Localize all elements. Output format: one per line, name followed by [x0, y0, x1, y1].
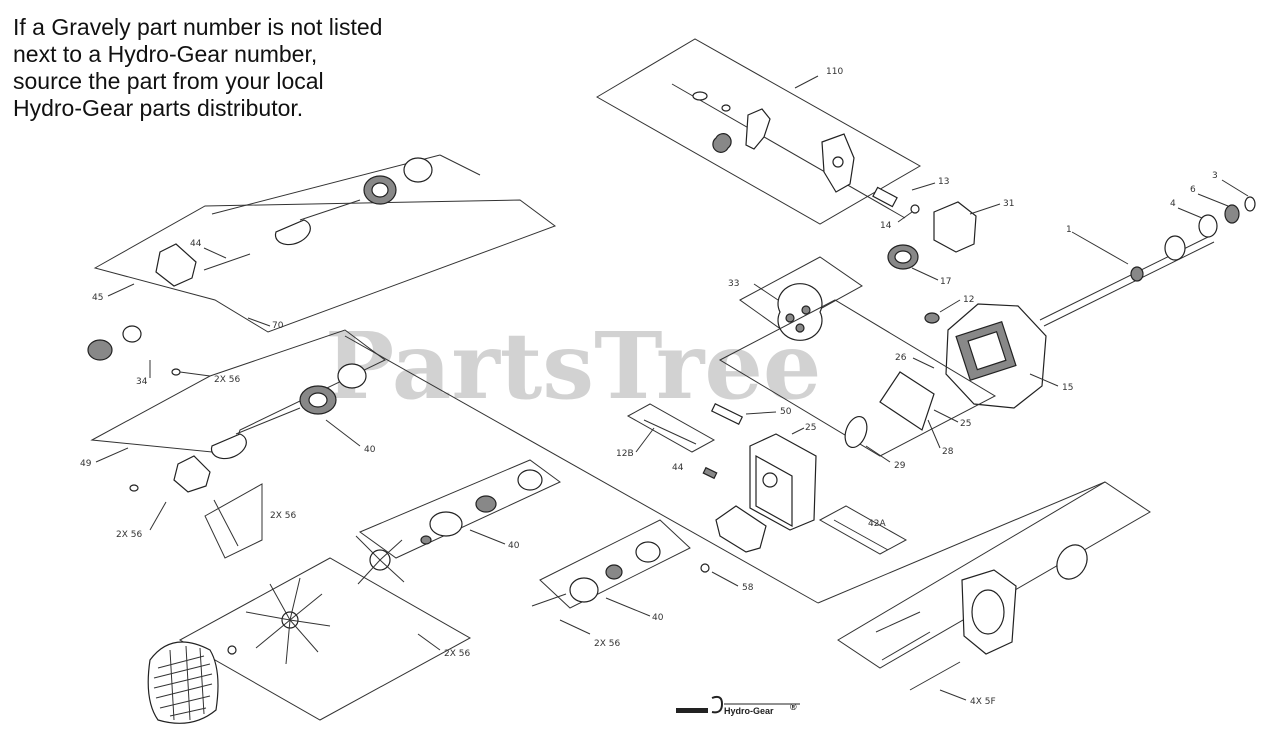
plate-part-b [210, 433, 247, 460]
fan-group-box [178, 557, 472, 721]
logo-text: Hydro-Gear [724, 706, 774, 716]
callout-25a: 25 [960, 419, 971, 429]
callout-15: 15 [1062, 383, 1073, 393]
notice-line-4: Hydro-Gear parts distributor. [13, 95, 304, 121]
hub-part [87, 339, 113, 361]
callout-12b: 12B [616, 449, 634, 459]
plug-12 [924, 312, 940, 324]
bracket-part-a [155, 243, 197, 287]
logo-mark: ® [790, 702, 797, 712]
callout-40b: 40 [508, 541, 520, 551]
callout-33: 33 [728, 279, 739, 289]
callout-256a: 2X 56 [214, 375, 240, 385]
callout-17: 17 [940, 277, 951, 287]
callout-14: 14 [880, 221, 892, 231]
callout-40c: 40 [652, 613, 664, 623]
seal-4 [1198, 214, 1218, 238]
control-arm-part [745, 108, 771, 150]
ring-3 [1244, 196, 1256, 212]
o-ring-part-d [635, 541, 661, 563]
fan-guard [147, 641, 219, 724]
center-section-box [718, 299, 997, 457]
hydro-gear-logo: Hydro-Gear ® [676, 695, 800, 716]
callout-42a: 42A [868, 519, 886, 529]
bearing-part-c [475, 495, 497, 513]
cooling-fan [245, 577, 331, 665]
callout-26: 26 [895, 353, 907, 363]
washer-part [721, 104, 731, 112]
washer-6 [1224, 204, 1240, 224]
thrust-plate-29 [844, 415, 868, 449]
callout-25b: 25 [805, 423, 816, 433]
callout-49n: 49 [80, 459, 92, 469]
seal-part-a [403, 157, 433, 183]
callout-50: 50 [780, 407, 792, 417]
bearing-part-2 [1164, 235, 1186, 261]
callout-1: 1 [1066, 225, 1072, 235]
bracket-58 [715, 505, 767, 553]
shaft-box [204, 483, 263, 559]
callout-28: 28 [942, 447, 954, 457]
check-valve-50 [710, 403, 744, 425]
notice-line-3: source the part from your local [13, 68, 324, 94]
callout-4: 4 [1170, 199, 1176, 209]
plate-part-a [274, 219, 311, 246]
bracket-31 [933, 201, 977, 253]
callout-256c: 2X 56 [270, 511, 296, 521]
end-cap-box [837, 481, 1151, 669]
callout-45: 45 [92, 293, 103, 303]
bearing-part-d [569, 577, 599, 603]
callout-3: 3 [1212, 171, 1218, 181]
callout-40a: 40 [364, 445, 376, 455]
lower-group-box [539, 519, 691, 609]
pulley-group-box [358, 459, 561, 559]
callout-4x: 4X 5F [970, 697, 996, 707]
left-upper-group-box [93, 199, 557, 333]
gasket-28 [879, 371, 935, 431]
watermark: PartsTree [325, 312, 821, 420]
callout-6: 6 [1190, 185, 1196, 195]
callout-110: 110 [826, 67, 843, 77]
bearing-part [1130, 266, 1144, 282]
parts-notice: If a Gravely part number is not listed n… [13, 14, 382, 122]
bolt-box-42a [818, 505, 908, 555]
callout-70: 70 [272, 321, 284, 331]
valve-box-12b [626, 403, 716, 453]
o-ring-part-c [517, 469, 543, 491]
callout-44a: 44 [190, 239, 202, 249]
linkage-group-box [596, 38, 922, 225]
o-ring-part [1056, 544, 1088, 580]
linkage-assembly [596, 38, 922, 225]
callout-256b: 2X 56 [116, 530, 142, 540]
notice-line-1: If a Gravely part number is not listed [13, 14, 383, 40]
seal-34 [122, 325, 142, 343]
pin-44b [702, 466, 718, 480]
callout-12: 12 [963, 295, 974, 305]
notice-line-2: next to a Hydro-Gear number, [13, 41, 318, 67]
fan-hub [355, 535, 405, 585]
callout-13: 13 [938, 177, 949, 187]
washer-14 [910, 204, 920, 214]
callout-256d: 2X 56 [444, 649, 470, 659]
block-group-box [739, 256, 863, 331]
callout-58: 58 [742, 583, 754, 593]
callout-256e: 2X 56 [594, 639, 620, 649]
spring-part [712, 133, 732, 153]
callout-44b: 44 [672, 463, 684, 473]
callout-34: 34 [136, 377, 148, 387]
pin-part [872, 186, 898, 208]
bolt-part [692, 91, 708, 101]
pulley-part [429, 511, 463, 537]
o-ring-part-b [337, 363, 367, 389]
callout-29: 29 [894, 461, 906, 471]
callout-31: 31 [1003, 199, 1014, 209]
cylinder-block-33 [777, 283, 823, 341]
bracket-part-b [173, 455, 211, 493]
